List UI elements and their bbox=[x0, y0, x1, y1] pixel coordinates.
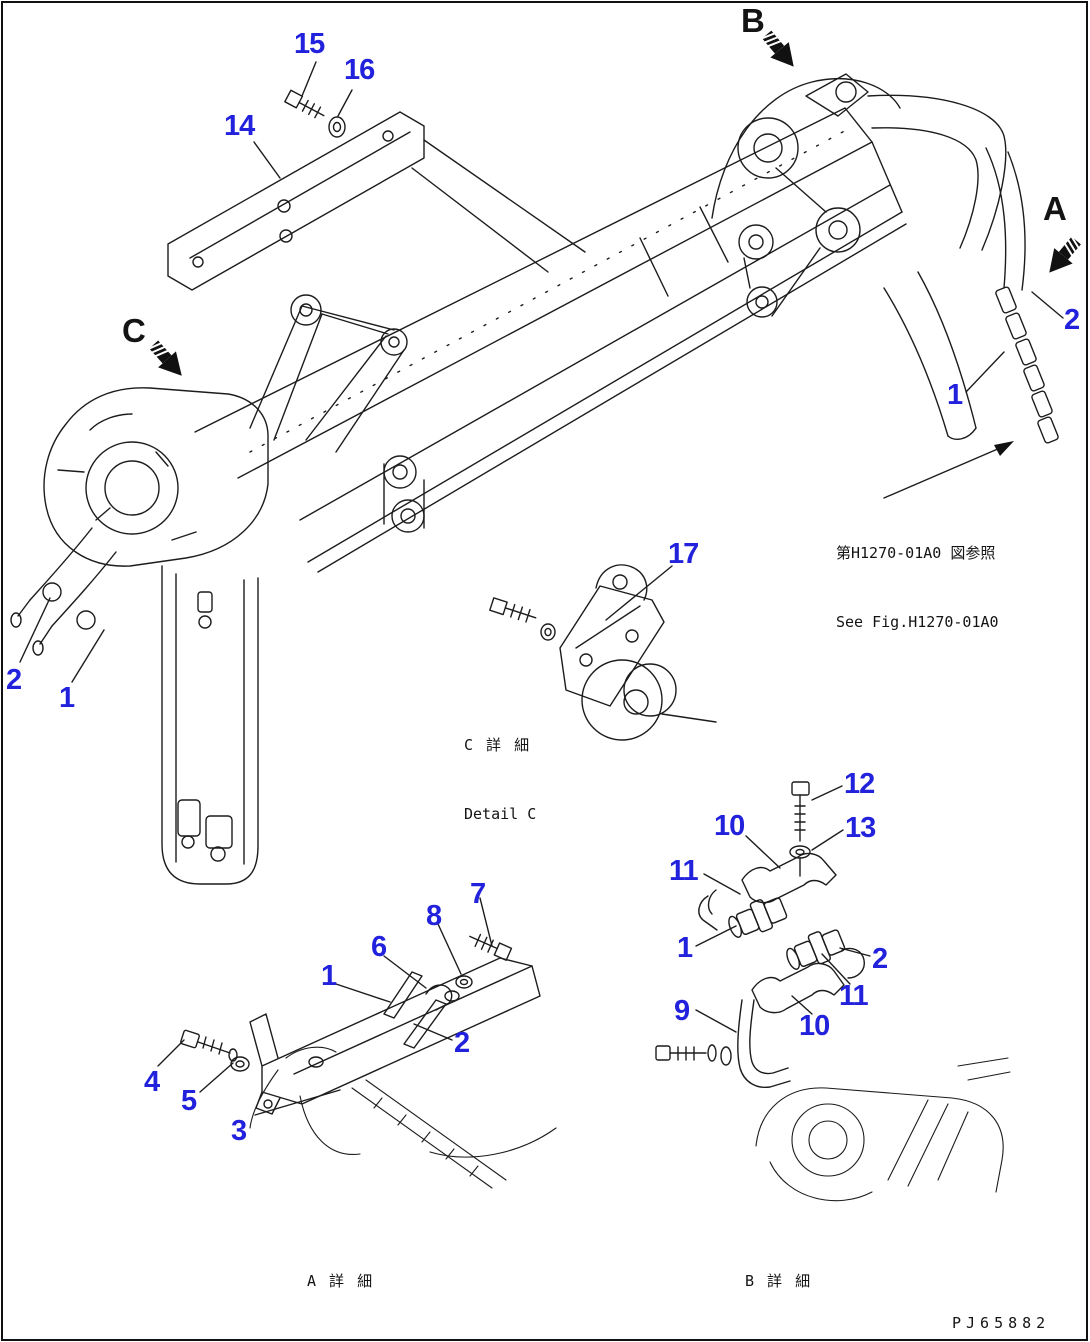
leader-2-left bbox=[19, 597, 51, 663]
hose-run-right bbox=[965, 147, 1064, 444]
callout-label: 2 bbox=[872, 943, 888, 975]
detail-b-caption-jp: B 詳 細 bbox=[745, 1272, 813, 1290]
callout-label: 1 bbox=[677, 932, 693, 964]
view-label: C bbox=[122, 312, 146, 349]
reference-note-en: See Fig.H1270-01A0 bbox=[836, 613, 999, 631]
callout-label: 6 bbox=[371, 931, 387, 963]
detail-c-caption: C 詳 細 Detail C bbox=[464, 688, 536, 872]
callout-label: 14 bbox=[224, 110, 255, 142]
washer-16 bbox=[328, 116, 346, 138]
callout-label: 10 bbox=[799, 1010, 830, 1042]
callout-label: 2 bbox=[1064, 304, 1080, 336]
callout-label: 11 bbox=[839, 980, 869, 1012]
detail-a-caption: A 詳 細 Detail A bbox=[307, 1224, 379, 1342]
callout-label: 16 bbox=[344, 54, 375, 86]
callout-label: 7 bbox=[470, 878, 486, 910]
cylinder-bosses bbox=[383, 455, 425, 533]
note-arrow bbox=[883, 441, 1014, 499]
callout-label: 4 bbox=[144, 1066, 160, 1098]
callout-label: 2 bbox=[454, 1027, 470, 1059]
reference-note-jp: 第H1270-01A0 図参照 bbox=[836, 544, 996, 562]
boom-foot bbox=[43, 387, 269, 567]
detail-c-parts bbox=[489, 564, 717, 741]
document-number: PJ65882 bbox=[952, 1314, 1051, 1332]
callout-label: 1 bbox=[947, 379, 963, 411]
bolt-15 bbox=[284, 89, 325, 119]
callout-label: 3 bbox=[231, 1115, 247, 1147]
callout-label: 13 bbox=[845, 812, 876, 844]
callout-label: 1 bbox=[321, 960, 337, 992]
detail-c-caption-jp: C 詳 細 bbox=[464, 736, 532, 754]
boom-head bbox=[711, 73, 1007, 440]
detail-b-caption: B 詳 細 Detail B bbox=[745, 1224, 817, 1342]
callout-label: 11 bbox=[669, 855, 699, 887]
leader-14 bbox=[253, 141, 281, 179]
detail-a-caption-jp: A 詳 細 bbox=[307, 1272, 375, 1290]
view-arrow-a bbox=[1049, 235, 1081, 273]
view-label: B bbox=[741, 2, 765, 39]
hose-run-left bbox=[10, 527, 117, 683]
leader-1-left bbox=[71, 629, 105, 683]
callout-label: 2 bbox=[6, 664, 22, 696]
callout-label: 15 bbox=[294, 28, 325, 60]
leader-16 bbox=[337, 89, 353, 117]
callout-label: 1 bbox=[59, 682, 75, 714]
callout-label: 17 bbox=[668, 538, 699, 570]
leader-1-right bbox=[965, 351, 1005, 393]
callout-label: 9 bbox=[674, 995, 690, 1027]
leader-2-right bbox=[1031, 291, 1064, 319]
braces bbox=[249, 294, 408, 453]
view-label: A bbox=[1043, 190, 1067, 227]
callout-label: 8 bbox=[426, 900, 442, 932]
view-arrow-b bbox=[761, 30, 794, 67]
leader-15 bbox=[301, 61, 317, 97]
boom-beam bbox=[194, 107, 907, 573]
view-arrow-c bbox=[148, 340, 182, 376]
leader-17 bbox=[605, 565, 673, 621]
plate-14 bbox=[167, 111, 586, 291]
vertical-guard bbox=[161, 565, 259, 885]
callout-label: 5 bbox=[181, 1085, 197, 1117]
detail-a-parts bbox=[157, 897, 557, 1189]
detail-c-caption-en: Detail C bbox=[464, 805, 537, 823]
reference-note: 第H1270-01A0 図参照 See Fig.H1270-01A0 bbox=[836, 496, 999, 680]
callout-label: 12 bbox=[844, 768, 875, 800]
callout-label: 10 bbox=[714, 810, 745, 842]
detail-b-parts bbox=[655, 781, 1011, 1202]
